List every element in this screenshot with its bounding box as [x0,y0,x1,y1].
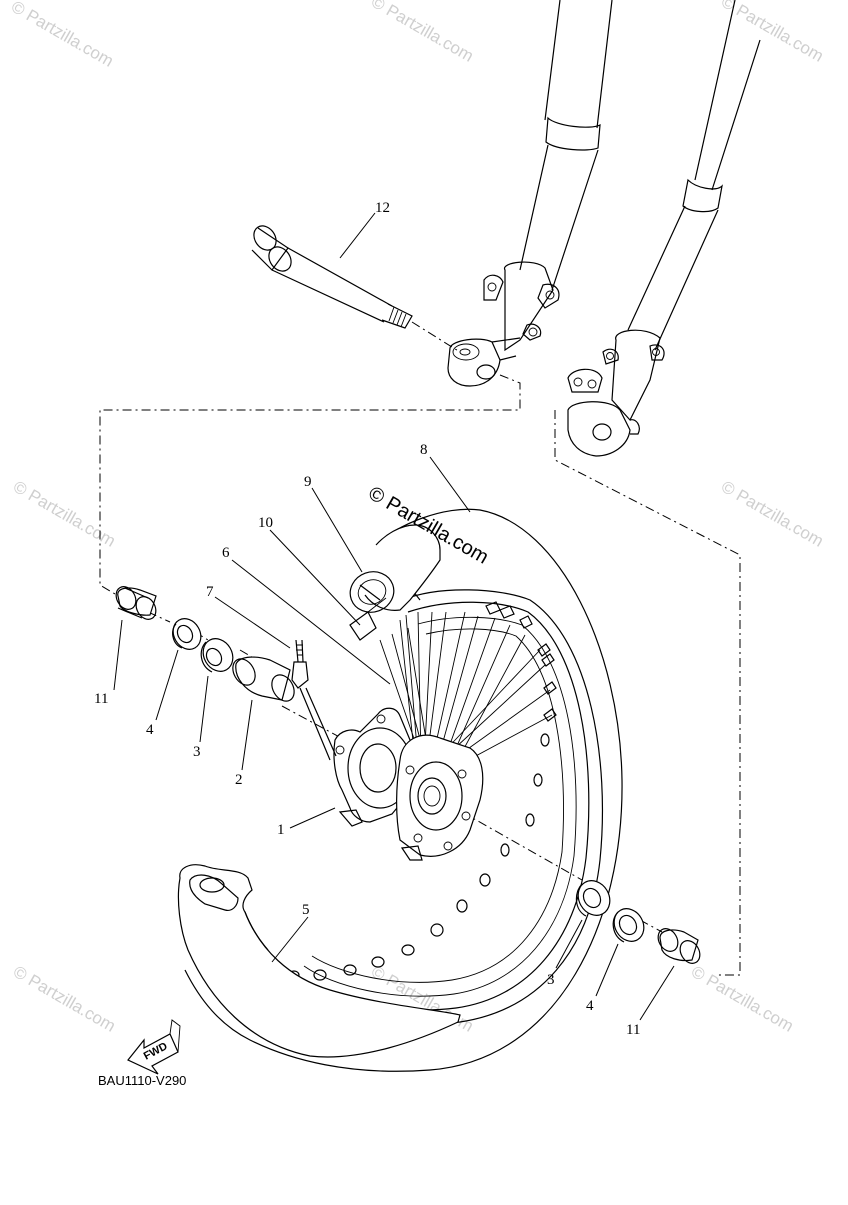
callout-3-left: 3 [193,744,201,760]
left-fork-leg [447,0,613,387]
assembly-center-lines [99,374,741,976]
hub [333,707,484,861]
callout-1: 1 [277,822,285,838]
callout-7: 7 [206,584,214,600]
right-oil-seal-4 [612,908,645,943]
fwd-arrow-icon: FWD [127,1019,181,1075]
right-collar-11 [657,928,701,964]
rim-band [349,524,441,641]
diagram-code: BAU1110-V290 [98,1073,186,1088]
left-oil-seal-4 [172,618,202,650]
watermark: © Partzilla.com [718,477,827,551]
watermark: © Partzilla.com [8,0,117,71]
tire-cutaway [177,864,461,1058]
left-collar-11 [115,586,157,620]
right-fork-leg [567,0,761,457]
valve-stem [291,639,337,761]
callout-5: 5 [302,902,310,918]
callout-8: 8 [420,442,428,458]
callout-11-right: 11 [626,1022,640,1038]
spokes [379,601,557,783]
watermark: © Partzilla.com [688,962,797,1036]
callout-11-left: 11 [94,691,108,707]
callout-4-left: 4 [146,722,154,738]
callout-12: 12 [375,200,390,216]
callout-6: 6 [222,545,230,561]
callout-2: 2 [235,772,243,788]
right-bearing-3 [575,880,611,917]
front-axle [251,225,461,353]
left-bearing-3 [200,638,234,673]
watermark: © Partzilla.com [10,477,119,551]
callout-10: 10 [258,515,273,531]
callout-4-right: 4 [586,998,594,1014]
leader-lines [113,212,675,1021]
watermark: © Partzilla.com [718,0,827,66]
watermark: © Partzilla.com [10,962,119,1036]
callout-3-right: 3 [547,972,555,988]
left-spacer-2 [232,656,295,702]
watermark: © Partzilla.com [368,0,477,66]
callouts: 12 8 9 10 6 7 11 4 3 2 1 5 3 4 11 [94,200,640,1038]
callout-9: 9 [304,474,312,490]
